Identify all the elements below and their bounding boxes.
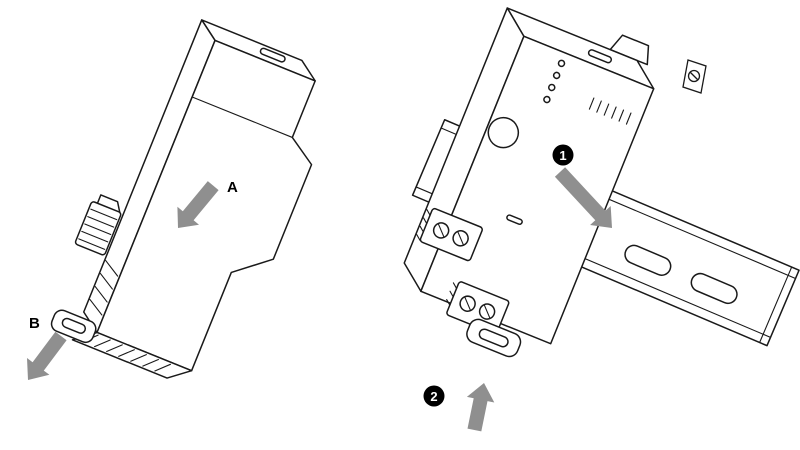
mount-tab-slot <box>61 317 87 334</box>
rail-screw <box>682 59 707 94</box>
status-leds <box>543 59 566 104</box>
mid-slot <box>506 214 523 225</box>
terminal-block-lower <box>446 281 510 335</box>
rail-slot-2 <box>690 272 738 305</box>
terminal-hatch-lines <box>81 334 172 372</box>
arrow-step-1 <box>554 167 612 228</box>
arrow-b <box>27 331 67 380</box>
mount-tab-slot <box>478 328 509 348</box>
din-module-front-view <box>403 7 655 358</box>
figure-removal: A B <box>27 19 316 380</box>
terminal-body <box>419 207 483 262</box>
case-seam-line <box>191 96 293 138</box>
top-clip-slot <box>259 47 286 63</box>
figure-mounting: 1 2 <box>403 7 800 432</box>
step-1-number: 1 <box>559 148 566 163</box>
rail-slot-1 <box>624 244 672 276</box>
vent-slots <box>588 97 632 125</box>
side-face-serrations <box>89 259 119 316</box>
din-clip-latch <box>74 194 122 256</box>
step-2-number: 2 <box>430 389 437 404</box>
screw-slot <box>690 72 698 80</box>
label-b: B <box>29 315 40 332</box>
din-module-side-view <box>50 19 316 379</box>
step-1-badge: 1 <box>552 144 574 166</box>
arrow-step-2 <box>466 383 495 432</box>
terminal-block-upper <box>416 207 483 262</box>
terminal-serrations <box>416 209 431 241</box>
latch-grip-ridges <box>78 208 118 250</box>
top-clip-slot <box>587 49 613 64</box>
round-button <box>487 116 520 149</box>
terminal-serrations <box>446 282 458 306</box>
step-1-badge-circle <box>552 144 574 166</box>
step-2-badge-circle <box>423 385 445 407</box>
step-2-badge: 2 <box>423 385 445 407</box>
rail-end-fold <box>759 266 793 344</box>
label-a: A <box>227 179 238 196</box>
arrow-a <box>177 181 219 228</box>
latch-hook <box>96 194 121 213</box>
